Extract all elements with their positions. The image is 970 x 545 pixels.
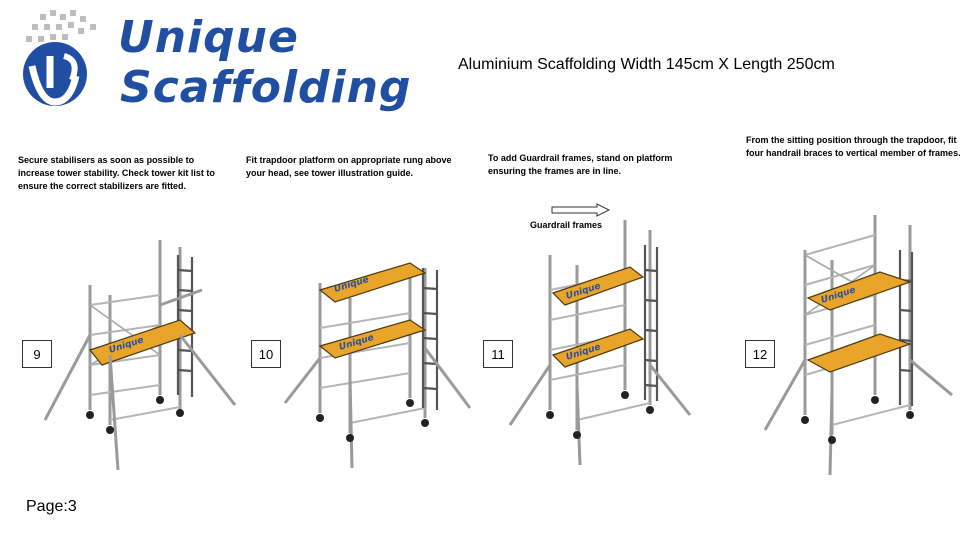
instruction-step-10: Fit trapdoor platform on appropriate run… xyxy=(246,155,452,178)
platform xyxy=(88,319,197,366)
logo-word-unique: Unique xyxy=(118,12,299,63)
instruction-step-9: Secure stabilisers as soon as possible t… xyxy=(18,155,215,191)
page-title: Aluminium Scaffolding Width 145cm X Leng… xyxy=(458,56,835,73)
tower-illustration-10: Unique Unique xyxy=(283,262,472,469)
instruction-step-12: From the sitting position through the tr… xyxy=(746,135,961,158)
tower-illustration-12: Unique xyxy=(763,215,953,476)
step-number-11: 11 xyxy=(483,340,513,368)
step-number-12: 12 xyxy=(745,340,775,368)
tower-illustration-11: Unique Unique xyxy=(508,220,692,466)
step-number-9: 9 xyxy=(22,340,52,368)
tower-illustration-9: Unique xyxy=(43,240,237,471)
page-number: Page:3 xyxy=(26,498,77,515)
instruction-step-11: To add Guardrail frames, stand on platfo… xyxy=(488,153,673,176)
guardrail-frames-label: Guardrail frames xyxy=(530,220,603,230)
arrow-right-icon xyxy=(551,203,611,217)
company-logo: Unique Scaffolding xyxy=(10,6,410,116)
step-number-10: 10 xyxy=(251,340,281,368)
scaffold-logo-icon xyxy=(23,10,96,106)
logo-word-scaffolding: Scaffolding xyxy=(120,62,412,113)
